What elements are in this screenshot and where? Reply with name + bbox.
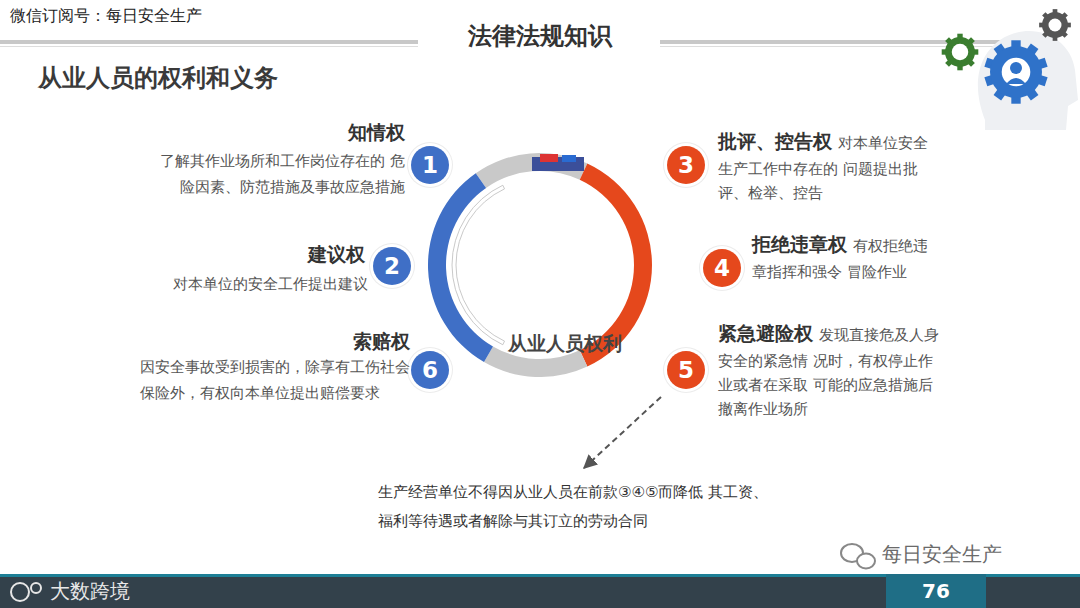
edge-layer (584, 397, 661, 468)
callout-number: 1 (411, 146, 449, 184)
right-item: 2 建议权对本单位的安全工作提出建议 (150, 238, 415, 302)
right-item: 1知情权了解其作业场所和工作岗位存在的 危险因素、防范措施及事故应急措施 (150, 116, 452, 208)
right-item: 6索赔权因安全事故受到损害的，除享有工伤社会保险外，有权向本单位提出赔偿要求 (130, 328, 452, 408)
callout-number: 4 (703, 249, 741, 287)
right-description: 因安全事故受到损害的，除享有工伤社会保险外，有权向本单位提出赔偿要求 (140, 354, 412, 407)
gear (942, 34, 979, 71)
page-number: 76 (886, 579, 986, 603)
wechat-icon (841, 544, 875, 569)
page-number-box (886, 574, 986, 608)
header-rule (0, 40, 418, 44)
ring-illustration (532, 154, 584, 171)
right-heading: 批评、控告权 (718, 130, 832, 152)
ring-inner-band (452, 185, 504, 345)
item-text: 紧急避险权发现直接危及人身安全的紧急情 况时，有权停止作业或者在采取 可能的应急… (718, 318, 946, 422)
head-silhouette (978, 31, 1078, 130)
callout-number: 2 (373, 247, 411, 285)
callout-number: 3 (667, 146, 705, 184)
callout-number: 5 (667, 351, 705, 389)
item-text: 批评、控告权对本单位安全生产工作中存在的 问题提出批评、检举、控告 (718, 126, 938, 205)
rights-ring: 从业人员权利 (428, 153, 652, 377)
dashed-arrow (584, 397, 661, 468)
right-description: 了解其作业场所和工作岗位存在的 危险因素、防范措施及事故应急措施 (160, 148, 405, 201)
gear (1039, 9, 1071, 41)
callout-number: 6 (411, 351, 449, 389)
gear-icons (942, 9, 1071, 104)
ring-segment (476, 153, 588, 188)
watermark: 每日安全生产 (880, 541, 1004, 568)
note-text: 生产经营单位不得因从业人员在前款③④⑤而降低 其工资、福利等待遇或者解除与其订立… (378, 478, 782, 537)
right-heading: 建议权 (308, 242, 365, 267)
header-rule (0, 46, 418, 47)
right-heading: 索赔权 (353, 329, 410, 354)
right-item: 5 紧急避险权发现直接危及人身安全的紧急情 况时，有权停止作业或者在采取 可能的应… (665, 316, 950, 426)
logo-mark (11, 583, 41, 601)
right-heading: 紧急避险权 (718, 322, 813, 344)
right-description: 对本单位的安全工作提出建议 (148, 271, 368, 297)
note-box: 生产经营单位不得因从业人员在前款③④⑤而降低 其工资、福利等待遇或者解除与其订立… (376, 476, 788, 574)
center-label: 从业人员权利 (490, 331, 640, 357)
watermark: 大数跨境 (50, 578, 130, 605)
right-heading: 拒绝违章权 (752, 233, 847, 255)
slide-heading: 从业人员的权利和义务 (38, 62, 278, 94)
item-text: 拒绝违章权有权拒绝违章指挥和强令 冒险作业 (752, 229, 934, 284)
right-heading: 知情权 (348, 120, 405, 145)
subscription-label: 微信订阅号：每日安全生产 (10, 6, 202, 27)
gear (984, 40, 1047, 103)
right-item: 4 拒绝违章权有权拒绝违章指挥和强令 冒险作业 (700, 226, 945, 300)
right-item: 3 批评、控告权对本单位安全生产工作中存在的 问题提出批评、检举、控告 (665, 124, 945, 209)
